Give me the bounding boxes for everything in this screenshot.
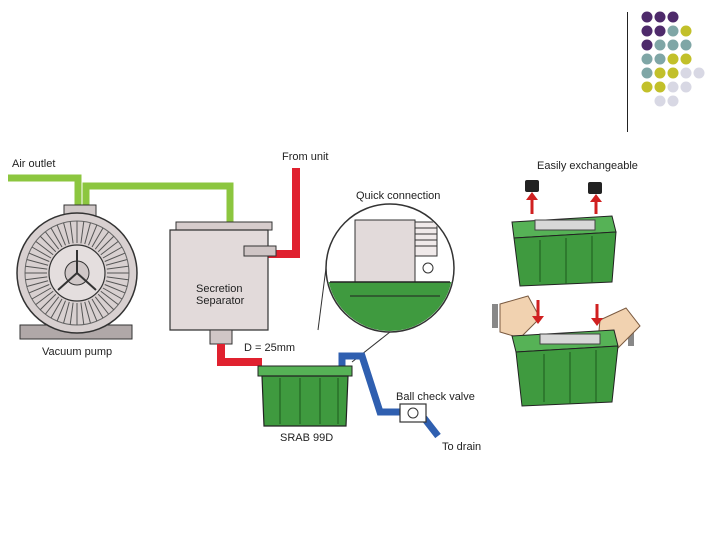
decor-dot [654,11,666,23]
decor-dot [641,67,653,79]
decor-dot [641,25,653,37]
srab-canister [257,365,353,427]
decor-dot [641,81,653,93]
decor-dot [667,39,679,51]
decor-dot [641,53,653,65]
decor-dot [654,95,666,107]
decor-dot [654,81,666,93]
label-secretion-separator: Secretion Separator [196,283,245,307]
decor-dot [680,53,692,65]
decor-dot [641,39,653,51]
label-to-drain: To drain [442,441,482,453]
decor-dot [654,39,666,51]
label-quick-connection: Quick connection [356,190,441,202]
air-outlet-pipe [8,174,234,222]
divider-line [627,12,628,132]
quick-connection-detail [317,203,455,363]
separator-outlet-pipe [217,344,262,366]
decor-dot [641,11,653,23]
label-ball-check-valve: Ball check valve [396,391,475,403]
exchangeable-canister-bottom [492,295,641,407]
from-unit-pipe [268,168,300,258]
decor-dot [693,67,705,79]
decor-dot [667,67,679,79]
label-easily-exchangeable: Easily exchangeable [537,160,638,172]
decor-dot [667,81,679,93]
exchangeable-canister-top [511,180,617,287]
decor-dot [680,25,692,37]
label-from-unit: From unit [282,151,329,163]
ball-check-valve [399,403,427,423]
decor-dot [667,53,679,65]
decor-dot [667,95,679,107]
label-air-outlet: Air outlet [12,158,56,170]
decor-dot [680,67,692,79]
decor-dot [667,11,679,23]
decor-dot [654,25,666,37]
decor-dot [680,39,692,51]
decor-dot [654,53,666,65]
decor-dot [654,67,666,79]
secretion-separator [169,221,277,345]
decorative-dot-grid [641,11,705,107]
label-srab: SRAB 99D [280,432,334,444]
label-diameter: D = 25mm [244,342,296,354]
decor-dot [680,81,692,93]
vacuum-pump [16,204,138,340]
decor-dot [667,25,679,37]
label-vacuum-pump: Vacuum pump [42,346,113,358]
